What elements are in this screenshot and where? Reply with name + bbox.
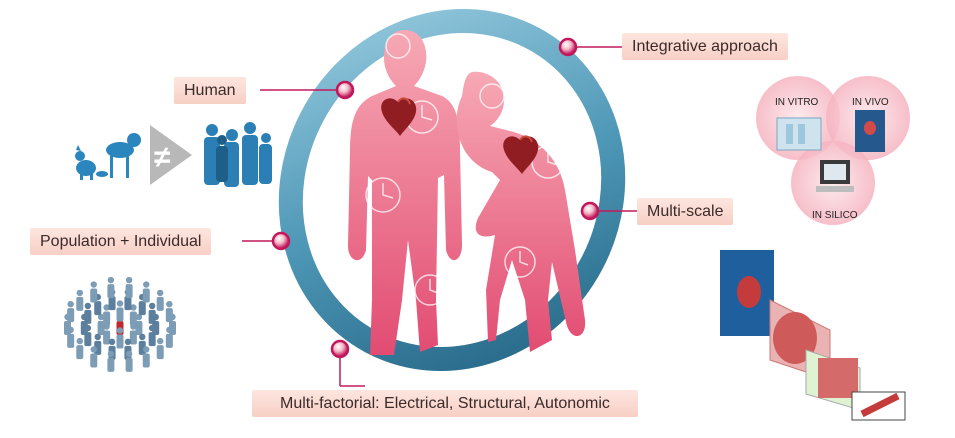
bent-figure [456, 71, 586, 353]
crowd-person-body [64, 321, 71, 335]
crowd-person-body [156, 345, 164, 360]
monitor-icon [816, 160, 854, 192]
crowd-person-body [80, 321, 88, 335]
torso-icon [855, 110, 885, 152]
crowd-person-body [135, 321, 143, 335]
crowd-person-head [103, 304, 110, 311]
crowd-person-body [107, 357, 115, 372]
crowd-person-body [90, 353, 98, 368]
not-equal-symbol: ≠ [154, 141, 171, 174]
crowd-person-head [148, 302, 156, 310]
crowd-person-head [124, 338, 132, 346]
crowd-person-body [107, 284, 115, 299]
crowd-person-head [157, 337, 164, 345]
crowd-person-head [143, 281, 150, 288]
crowd-person-head [107, 350, 115, 358]
crowd-person-body [76, 296, 84, 311]
venn-diagram [756, 76, 910, 225]
crowd-person-head [90, 346, 97, 353]
clock-icon [385, 33, 411, 59]
clock-icon [531, 145, 565, 179]
crowd-person-body [125, 357, 133, 372]
people-group-icon [204, 122, 272, 187]
crowd-person-body [84, 309, 92, 324]
crowd-person-head [76, 337, 83, 345]
crowd-person-body [103, 311, 111, 326]
crowd-person-head [157, 289, 164, 297]
crowd-person-body [108, 296, 116, 311]
crowd-person-head [67, 300, 74, 308]
markers [271, 37, 600, 359]
crowd-person-head [76, 289, 83, 297]
crowd-person-head [108, 338, 116, 346]
crowd-person-body [84, 332, 92, 347]
crowd-person-head [135, 313, 143, 321]
crowd-person-head [107, 276, 115, 284]
crowd-person-body [124, 296, 132, 311]
crowd-person-body [138, 301, 146, 316]
marker-integrative [558, 37, 578, 57]
crowd-person-body [94, 301, 102, 316]
animals-icon [75, 133, 141, 180]
integrative-approach-label: Integrative approach [622, 33, 788, 60]
in-silico-label: IN SILICO [812, 210, 858, 221]
heart-anatomy [720, 250, 906, 421]
crowd-person-body [142, 353, 150, 368]
crowd-person-body [129, 330, 137, 345]
crowd-person-head [125, 276, 133, 284]
crowd-person-body [142, 288, 150, 303]
crowd-person-body [67, 308, 75, 323]
crowd-person-body [116, 307, 124, 322]
heart-icon [503, 135, 539, 174]
crowd-person-head [116, 327, 124, 334]
crowd-person-head [90, 281, 97, 288]
multifactorial-label: Multi-factorial: Electrical, Structural,… [252, 390, 638, 417]
crowd-person-head [139, 333, 146, 341]
standing-figure [348, 30, 462, 355]
clock-icon [414, 274, 446, 306]
crowd-person-head [166, 300, 173, 308]
clock-icon [365, 177, 401, 213]
crowd-person-head [116, 300, 124, 307]
marker-multifactorial [330, 339, 350, 359]
human-figures [348, 30, 586, 355]
crowd-person-body [76, 345, 84, 360]
crowd-person-body [165, 308, 173, 323]
lab-tubes-icon [776, 117, 822, 151]
crowd-person-head [148, 324, 156, 332]
population-individual-label: Population + Individual [30, 228, 212, 255]
in-vitro-label: IN VITRO [775, 97, 819, 108]
clock-icon [504, 246, 536, 278]
crowd-person-head [94, 333, 101, 341]
crowd-person-head [125, 350, 133, 358]
crowd-person-head [97, 313, 105, 321]
in-vivo-label: IN VIVO [852, 97, 889, 108]
crowd-person-head [84, 302, 92, 310]
crowd-person-head [166, 326, 173, 334]
crowd-person-head [130, 304, 137, 311]
marker-human [335, 80, 355, 100]
crowd-person-body [90, 288, 98, 303]
crowd-person-body [152, 321, 160, 335]
clock-icon [479, 83, 505, 109]
crowd-person-body [129, 311, 137, 326]
crowd-person-body [148, 332, 156, 347]
crowd-person-body [103, 330, 111, 345]
crowd-person-body [67, 333, 75, 348]
multiscale-label: Multi-scale [637, 198, 734, 225]
crowd-person-body [165, 333, 173, 348]
crowd-person-body [156, 296, 164, 311]
crowd-person-body [125, 284, 133, 299]
human-label: Human [174, 77, 246, 104]
crowd-person-head [143, 346, 150, 353]
crowd-person-body [97, 321, 105, 335]
marker-multiscale [580, 201, 600, 221]
crowd-person-body [148, 309, 156, 324]
not-equal-icon [150, 125, 192, 185]
marker-population [271, 231, 291, 251]
crowd-person-body [116, 334, 124, 349]
heart-icon [381, 97, 417, 136]
crowd-icon [64, 276, 176, 372]
